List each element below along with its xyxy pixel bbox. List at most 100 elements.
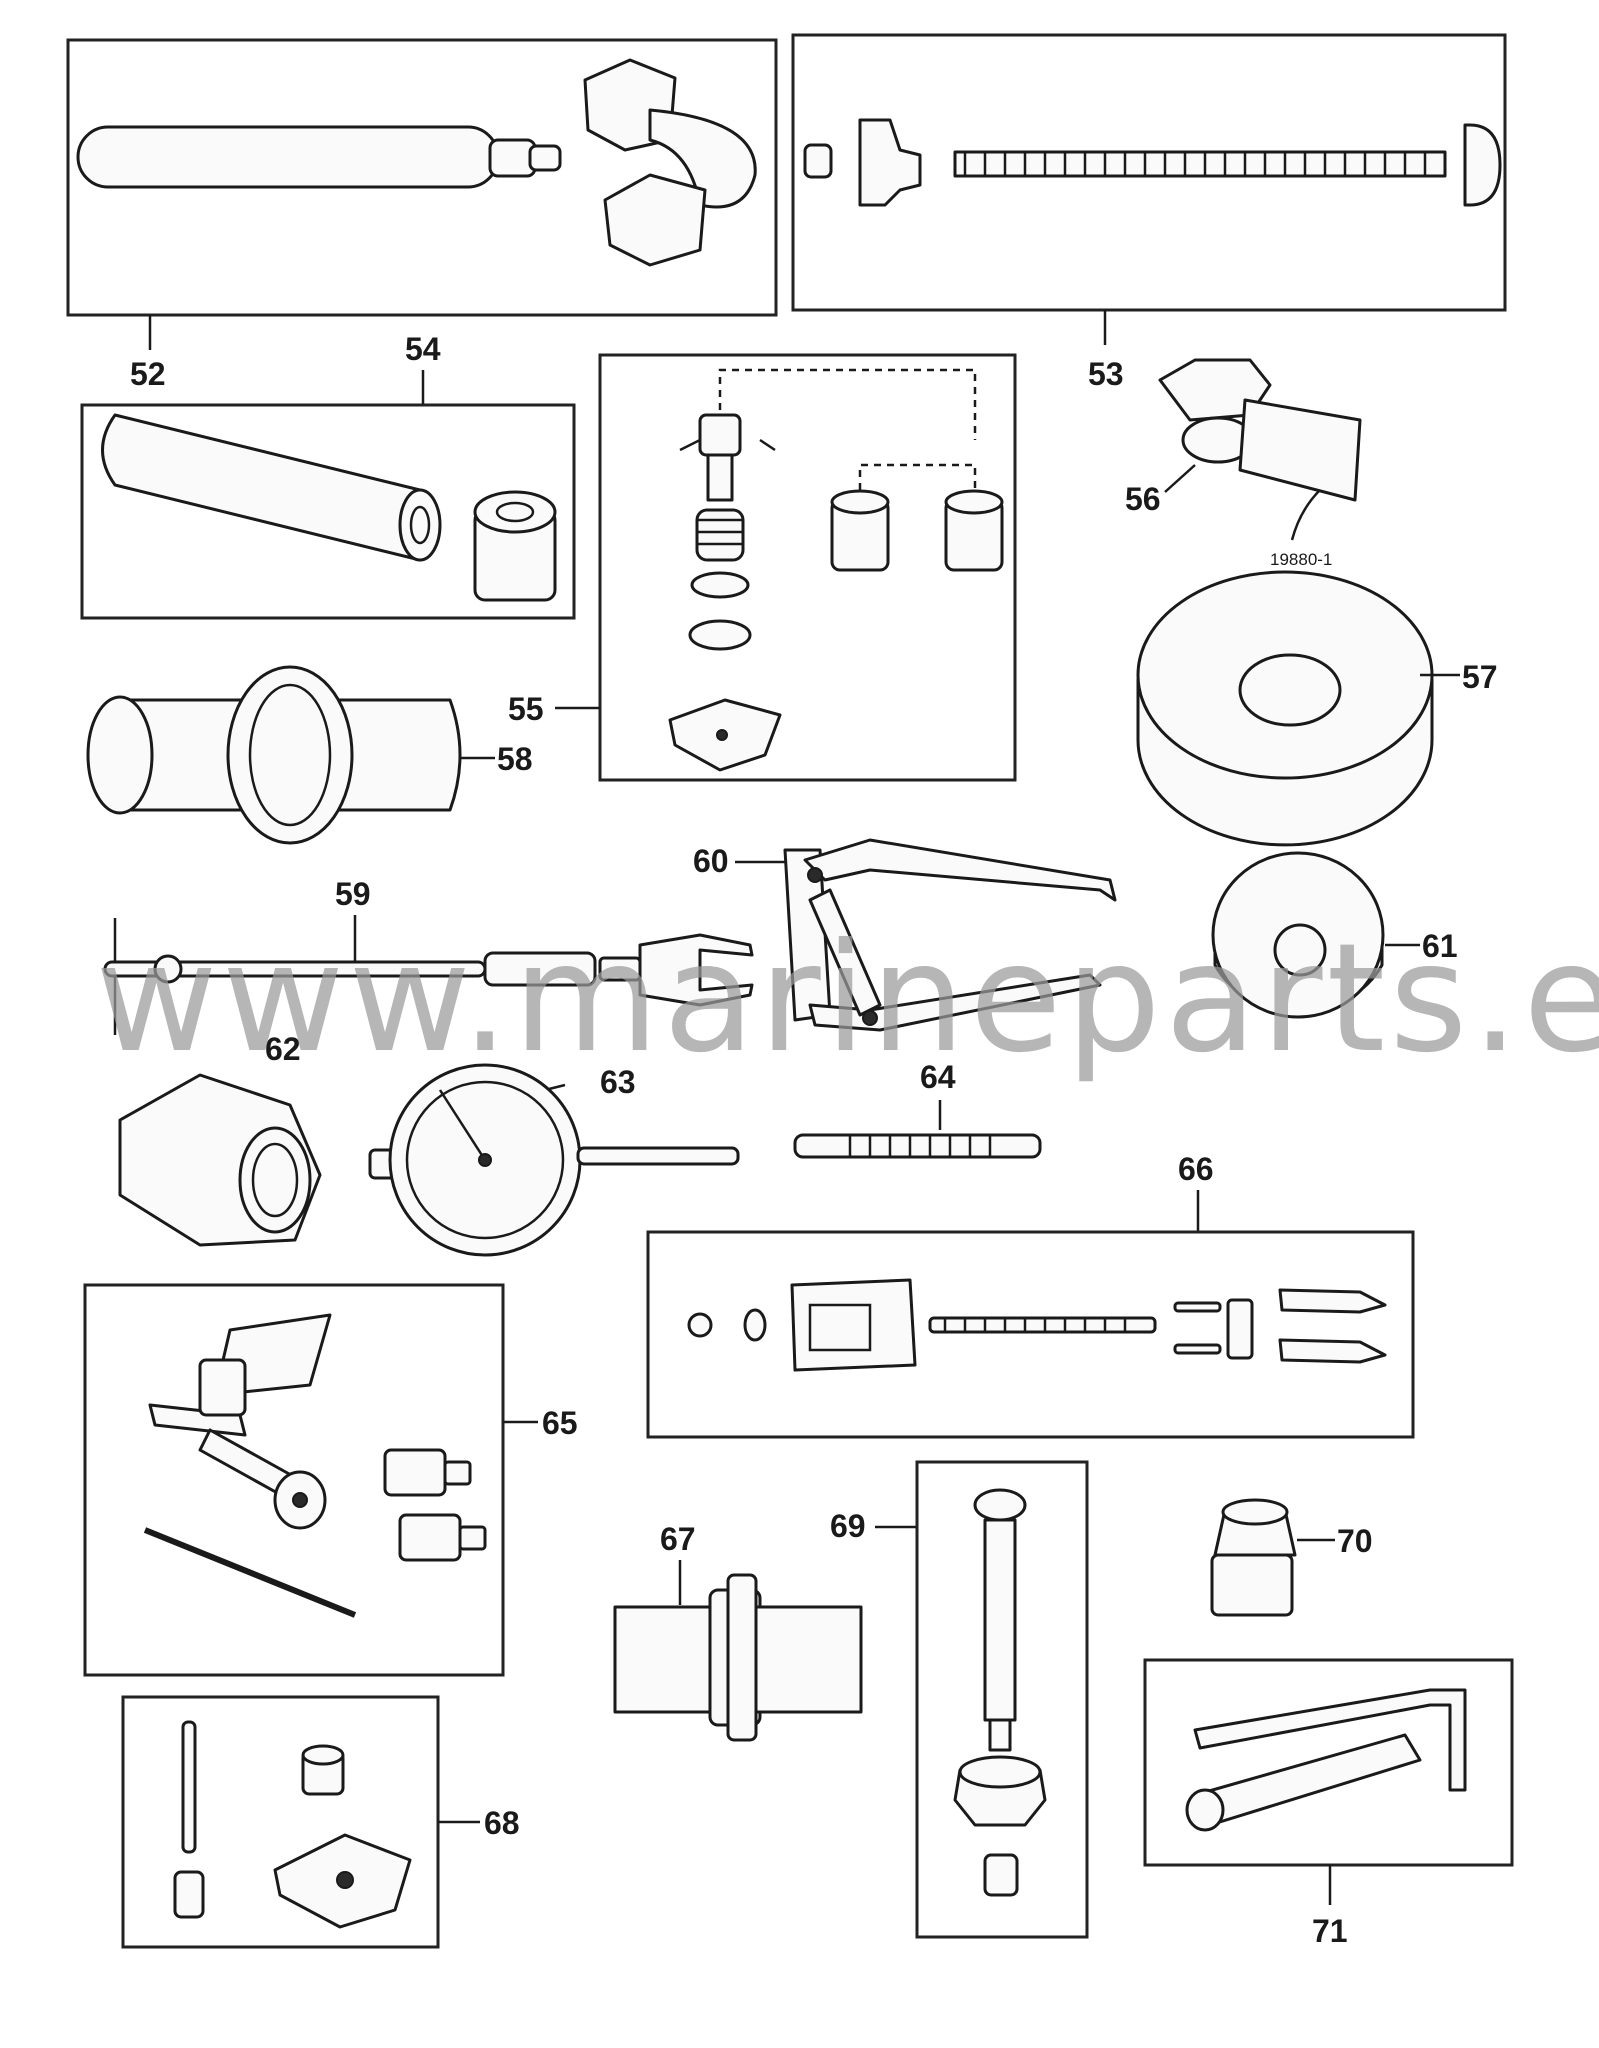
tool-70-group: 70 — [1210, 1498, 1373, 1617]
tool-69-shaft-tip — [988, 1718, 1012, 1752]
tool-56-group: 19880-1 56 — [1125, 358, 1362, 569]
tool-54-sleeve-end — [398, 488, 442, 562]
tool-59-group: 59 — [103, 876, 754, 1035]
tool-69-cup-top — [958, 1755, 1042, 1789]
tool-58-collar-inner — [248, 683, 332, 827]
tool-69-shaft — [983, 1518, 1017, 1722]
tool-56-part-arrow — [1290, 489, 1321, 541]
tool-57-group: 57 — [1136, 570, 1498, 847]
callout-61: 61 — [1422, 928, 1458, 964]
tool-60-pivot-bottom — [862, 1010, 878, 1026]
callout-68: 68 — [484, 1805, 520, 1841]
callout-59: 59 — [335, 876, 371, 912]
tool-59-jaws — [638, 933, 754, 1007]
tool-52-group: 52 — [66, 38, 778, 392]
tool-53-cone — [858, 118, 922, 207]
tool-52-adapter-bottom — [603, 173, 707, 267]
callout-54: 54 — [405, 331, 441, 367]
frame-52 — [66, 38, 778, 317]
tool-68-sleeve — [173, 1870, 205, 1919]
tool-63-needle — [438, 1089, 487, 1161]
tool-65-adapter-b-thread — [458, 1525, 487, 1551]
tool-55-bolt-head — [698, 413, 742, 457]
tool-53-rod-threads — [963, 152, 1427, 176]
tool-64-pin — [793, 1133, 1042, 1159]
tool-53-group: 53 — [791, 33, 1507, 392]
frame-53 — [791, 33, 1507, 312]
tool-68-bushing-top — [301, 1744, 345, 1766]
tool-60-upper-arm — [803, 838, 1117, 902]
callout-62: 62 — [265, 1031, 301, 1067]
tool-55-group: 55 — [508, 353, 1017, 782]
tool-52-tip — [488, 138, 537, 178]
tool-66-nut — [687, 1312, 713, 1338]
tool-55-arrows — [679, 438, 776, 452]
frame-71 — [1143, 1658, 1514, 1867]
callout-70: 70 — [1337, 1523, 1373, 1559]
tool-60-pivot-top — [807, 867, 823, 883]
tool-68-stud — [181, 1720, 197, 1854]
callout-58: 58 — [497, 741, 533, 777]
leader-56 — [1164, 464, 1196, 493]
frame-66 — [646, 1230, 1415, 1439]
tool-62-spline-inner — [251, 1142, 299, 1218]
tool-71-socket-end — [1185, 1788, 1225, 1832]
tool-58-group: 58 — [86, 665, 533, 845]
tool-55-spring-coils — [697, 518, 743, 546]
tool-55-spring — [695, 508, 745, 562]
callout-64: 64 — [920, 1059, 956, 1095]
tool-60-link — [808, 888, 882, 1017]
tool-67-group: 67 — [613, 1521, 863, 1742]
tool-67-tube-left — [613, 1605, 717, 1714]
tool-52-elbow — [648, 108, 757, 209]
callout-52: 52 — [130, 356, 166, 392]
tool-59-knob — [153, 954, 183, 984]
tool-58-end-face — [86, 695, 154, 815]
tool-53-threaded-rod — [953, 150, 1447, 178]
tool-54-bushing-bore — [495, 501, 535, 523]
tool-63-dial-face — [405, 1080, 565, 1240]
tool-66-pin-a — [1173, 1301, 1222, 1313]
tool-66-yoke — [790, 1278, 917, 1372]
callout-53: 53 — [1088, 356, 1124, 392]
tool-69-group: 69 — [830, 1460, 1089, 1939]
frame-69 — [915, 1460, 1089, 1939]
tool-61-disc-bore — [1273, 923, 1327, 977]
tool-55-washer — [690, 571, 750, 599]
tool-65-rod — [143, 1527, 357, 1618]
tool-71-handle — [1193, 1688, 1467, 1792]
tool-56-part-number: 19880-1 — [1270, 550, 1332, 569]
tool-70-body — [1210, 1553, 1294, 1617]
callout-71: 71 — [1312, 1913, 1348, 1949]
callout-66: 66 — [1178, 1151, 1214, 1187]
tool-55-collar-a-top — [830, 489, 890, 515]
tool-66-pin-b — [1173, 1343, 1222, 1355]
tool-59-slide-hammer — [483, 951, 597, 987]
watermark: www.marineparts.eu — [95, 912, 1599, 1086]
tool-61-group: 61 — [1211, 851, 1458, 1019]
tool-55-dash-sub — [858, 463, 977, 490]
tool-55-seat — [688, 619, 752, 651]
callout-65: 65 — [542, 1405, 578, 1441]
tool-55-plate-hole — [716, 729, 728, 741]
tool-53-nut — [803, 143, 833, 179]
tool-56-bracket — [1238, 398, 1362, 502]
tool-71-group: 71 — [1143, 1658, 1514, 1949]
tool-68-group: 68 — [121, 1695, 520, 1949]
tool-66-jaw-a — [1278, 1288, 1387, 1314]
tool-68-plate-hole — [336, 1871, 354, 1889]
tool-64-threads — [848, 1135, 992, 1157]
tool-65-adapter-b — [398, 1513, 462, 1562]
frame-65 — [83, 1283, 505, 1677]
tool-66-chain — [1226, 1298, 1254, 1360]
tool-65-group: 65 — [83, 1283, 578, 1677]
tool-58-collar — [226, 665, 354, 845]
tool-65-eye-hole — [292, 1492, 308, 1508]
tool-67-hub — [726, 1573, 758, 1742]
callout-69: 69 — [830, 1508, 866, 1544]
tool-52-stub — [528, 144, 562, 172]
tool-66-washer — [743, 1308, 767, 1342]
tool-66-screw-threads — [943, 1318, 1127, 1332]
tool-53-end-plate — [1463, 123, 1502, 207]
